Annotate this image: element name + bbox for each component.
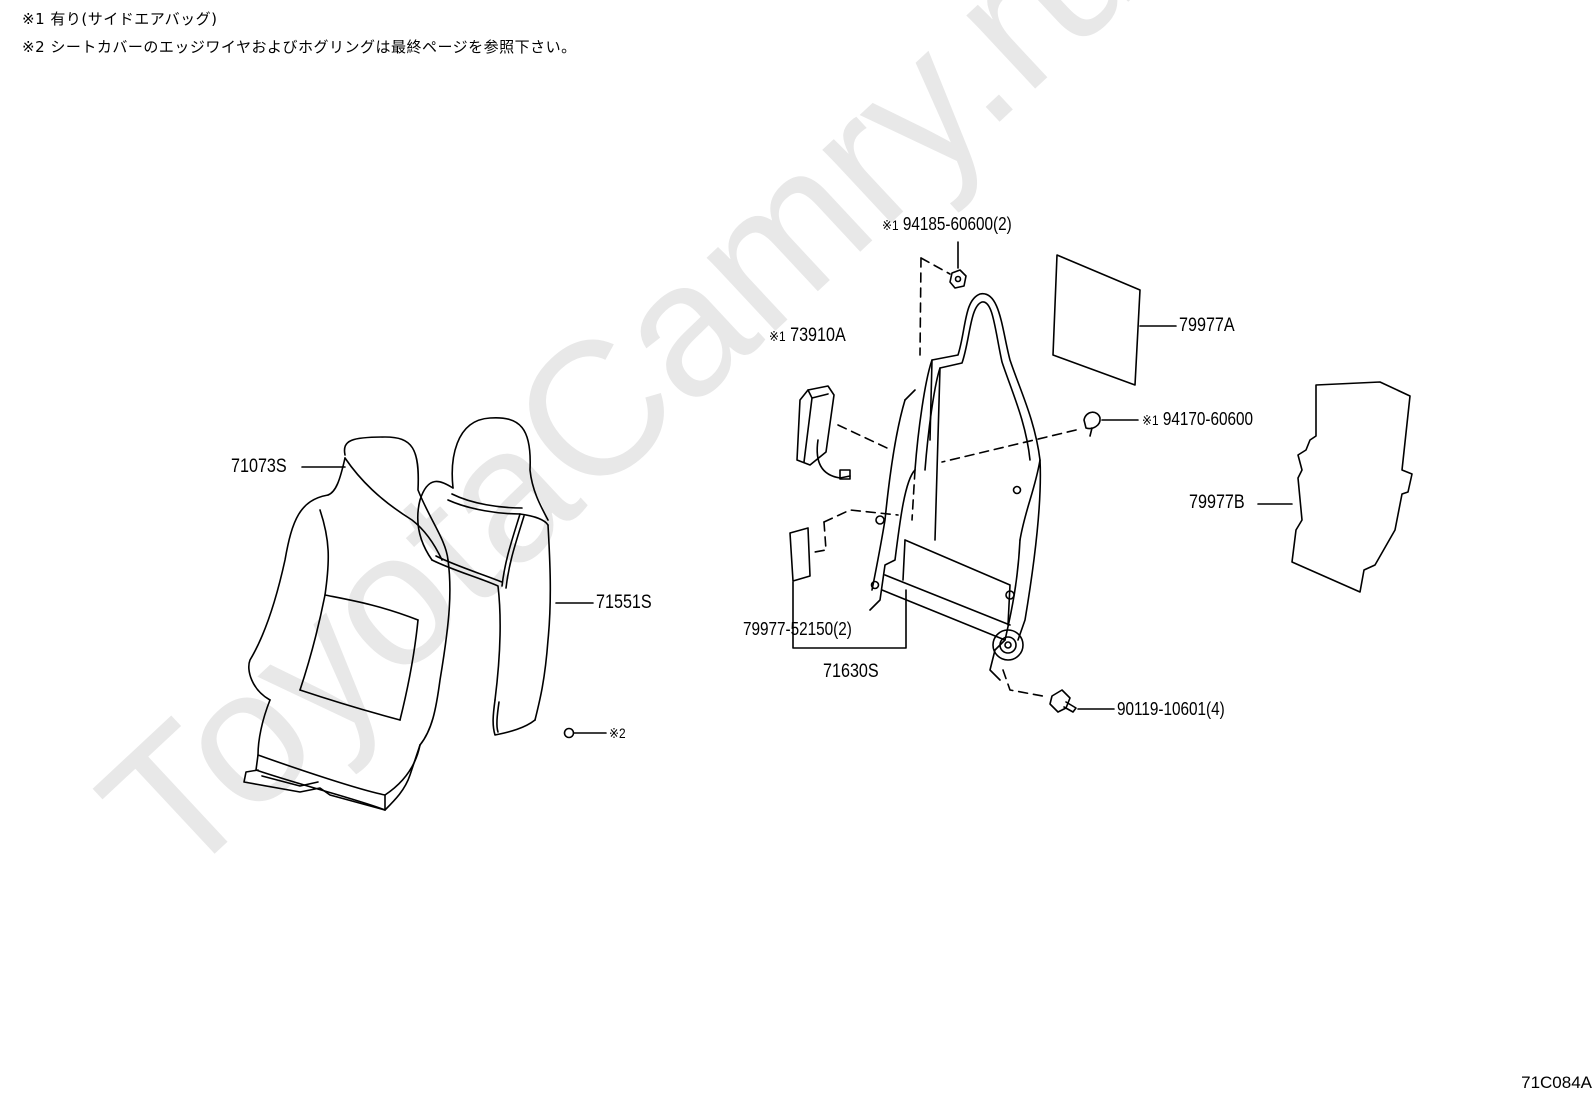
label-airbag: ※1 73910A [769, 325, 846, 347]
label-nut-top: ※1 94185-60600(2) [882, 214, 1012, 235]
nut-side-icon [1083, 411, 1101, 437]
label-pad-a: 79977A [1179, 315, 1235, 336]
note-2: ※2 シートカバーのエッジワイヤおよびホグリングは最終ページを参照下さい。 [22, 36, 577, 57]
note-1-text: 有り(サイドエアバッグ) [50, 10, 218, 28]
note-2-text: シートカバーのエッジワイヤおよびホグリングは最終ページを参照下さい。 [50, 38, 577, 56]
note-2-mark: ※2 [22, 38, 46, 56]
label-pad-b: 79977B [1189, 492, 1245, 513]
dashed-relation-lines [814, 257, 1077, 698]
nut-top-icon [949, 269, 967, 289]
pad-a-drawing [1052, 254, 1141, 386]
figure-number: 71C084A [1521, 1073, 1592, 1092]
label-seat-assy: 71073S [231, 456, 287, 477]
seat-assembly-drawing [243, 436, 451, 811]
pad-b-drawing [1291, 381, 1413, 593]
label-bolt: 90119-10601(4) [1117, 699, 1225, 719]
airbag-drawing [796, 385, 851, 480]
nut-top-mark: ※1 [882, 217, 899, 233]
hog-ring-icon [563, 727, 575, 739]
airbag-mark: ※1 [769, 328, 786, 344]
airbag-number: 73910A [790, 325, 846, 346]
seat-cover-drawing [416, 417, 552, 736]
label-seat-cover: 71551S [596, 592, 652, 613]
bolt-icon [1049, 689, 1077, 713]
label-pad-small: 79977-52150(2) [743, 619, 852, 639]
note-1-mark: ※1 [22, 10, 46, 28]
small-pad-drawing [789, 527, 811, 582]
label-nut-side: ※1 94170-60600 [1142, 409, 1253, 430]
nut-side-mark: ※1 [1142, 412, 1159, 428]
frame-drawing [869, 293, 1042, 681]
leader-lines [301, 241, 1293, 734]
label-hog-ring-ref: ※2 [609, 725, 626, 741]
nut-side-number: 94170-60600 [1162, 409, 1254, 429]
label-frame: 71630S [823, 661, 879, 682]
nut-top-number: 94185-60600(2) [902, 214, 1012, 234]
note-1: ※1 有り(サイドエアバッグ) [22, 8, 218, 29]
